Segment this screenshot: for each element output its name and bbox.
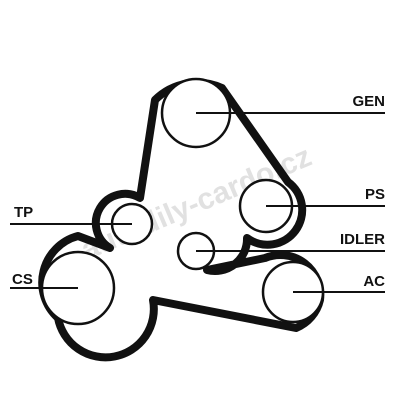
label-ac: AC <box>363 273 385 290</box>
label-idler: IDLER <box>340 231 385 248</box>
label-tp: TP <box>14 204 33 221</box>
label-gen: GEN <box>352 93 385 110</box>
label-cs: CS <box>12 271 33 288</box>
label-ps: PS <box>365 186 385 203</box>
